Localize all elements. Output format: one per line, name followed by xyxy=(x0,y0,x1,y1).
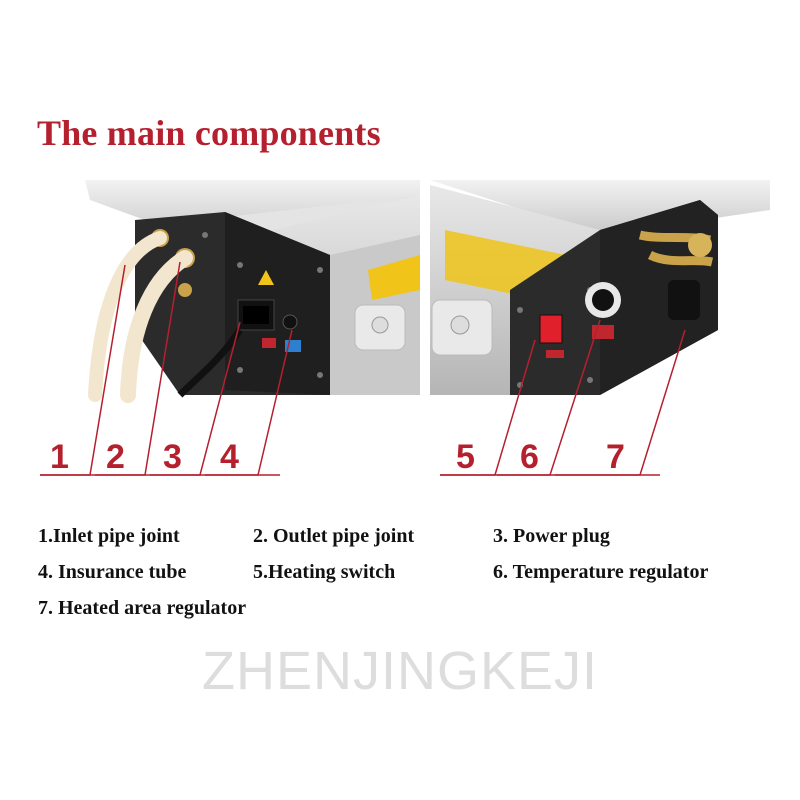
legend-row: 4. Insurance tube 5.Heating switch 6. Te… xyxy=(38,554,798,590)
legend-row: 7. Heated area regulator xyxy=(38,590,798,626)
callout-6: 6 xyxy=(520,438,539,476)
callout-2: 2 xyxy=(106,438,125,476)
legend-item-power-plug: 3. Power plug xyxy=(493,525,610,547)
component-legend: 1.Inlet pipe joint 2. Outlet pipe joint … xyxy=(38,518,798,626)
legend-item-outlet-pipe-joint: 2. Outlet pipe joint xyxy=(253,525,415,547)
callout-5: 5 xyxy=(456,438,475,476)
callout-3: 3 xyxy=(163,438,182,476)
page-title: The main components xyxy=(37,113,381,153)
right-machine xyxy=(430,180,770,395)
legend-item-heating-switch: 5.Heating switch xyxy=(253,561,396,583)
legend-item-inlet-pipe-joint: 1.Inlet pipe joint xyxy=(38,525,180,547)
callout-4: 4 xyxy=(220,438,239,476)
legend-row: 1.Inlet pipe joint 2. Outlet pipe joint … xyxy=(38,518,798,554)
callout-lines xyxy=(40,261,686,476)
callout-1: 1 xyxy=(50,438,69,476)
legend-item-insurance-tube: 4. Insurance tube xyxy=(38,561,187,583)
legend-item-temperature-regulator: 6. Temperature regulator xyxy=(493,561,709,583)
product-photo xyxy=(40,180,770,476)
left-machine xyxy=(85,180,420,403)
watermark: ZHENJINGKEJI xyxy=(201,641,599,701)
callout-7: 7 xyxy=(606,438,625,476)
legend-item-heated-area-regulator: 7. Heated area regulator xyxy=(38,597,247,619)
